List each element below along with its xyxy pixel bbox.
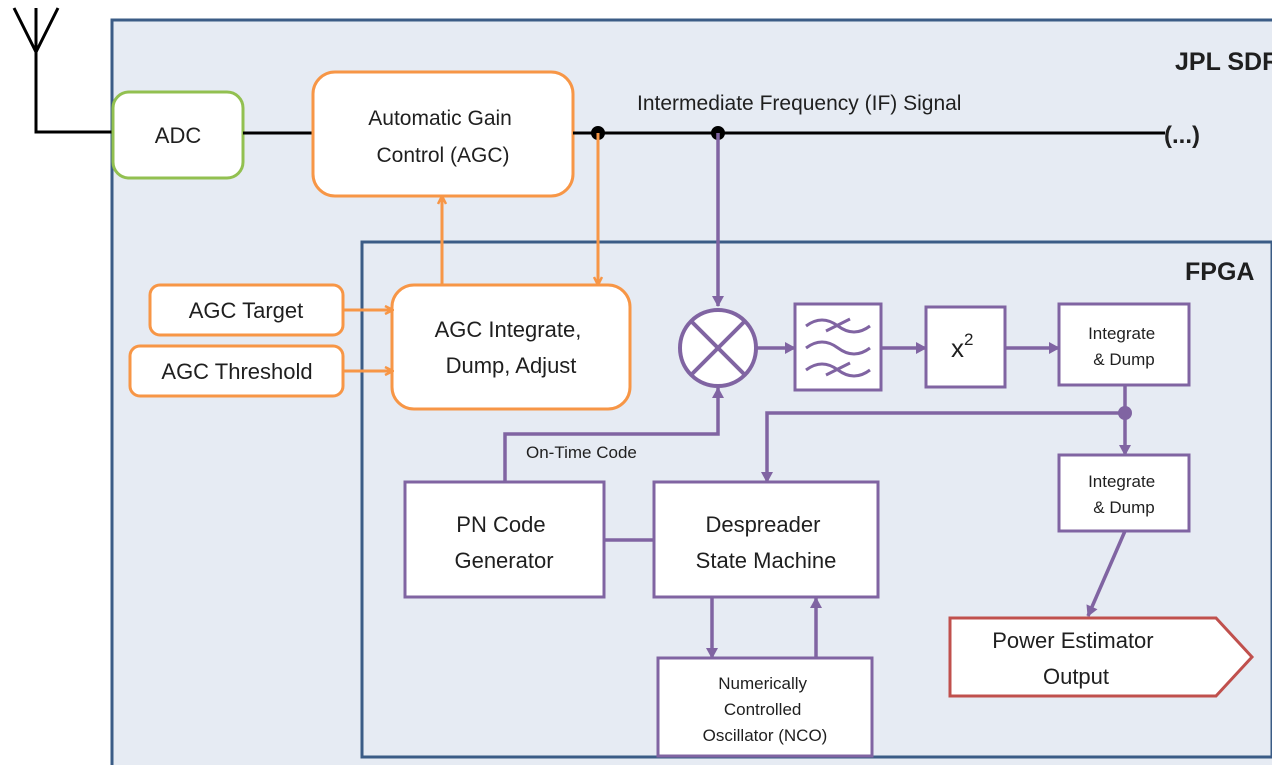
nco-line3: Oscillator (NCO) bbox=[703, 726, 828, 745]
agc-integrate-line1: AGC Integrate, bbox=[435, 317, 582, 342]
agc-target-label: AGC Target bbox=[189, 298, 304, 323]
power-output-line2: Output bbox=[1043, 664, 1109, 689]
integrate-dump-1-block bbox=[1057, 302, 1191, 387]
agc-integrate-line2: Dump, Adjust bbox=[446, 353, 577, 378]
despreader-line2: State Machine bbox=[696, 548, 837, 573]
on-time-code-arrow bbox=[503, 387, 724, 482]
pn-code-block bbox=[403, 480, 606, 599]
if-continuation-label: (...) bbox=[1164, 122, 1200, 149]
pn-code-line2: Generator bbox=[454, 548, 553, 573]
pn-code-label: PN Code Generator bbox=[454, 512, 553, 573]
power-output-line1: Power Estimator bbox=[992, 628, 1153, 653]
nco-label: Numerically Controlled Oscillator (NCO) bbox=[703, 674, 828, 745]
integrate-dump-1-label: Integrate & Dump bbox=[1088, 324, 1160, 369]
square-exponent: 2 bbox=[964, 330, 973, 349]
agc-label-line1: Automatic Gain bbox=[368, 107, 512, 130]
antenna-icon bbox=[12, 7, 118, 134]
despreader-block bbox=[652, 480, 880, 599]
integrate-dump-2-block bbox=[1057, 453, 1191, 533]
on-time-code-label: On-Time Code bbox=[526, 443, 637, 462]
adc-block bbox=[111, 90, 245, 180]
if-signal-label: Intermediate Frequency (IF) Signal bbox=[637, 92, 961, 115]
power-output-block bbox=[948, 616, 1255, 698]
fpga-title: FPGA bbox=[1185, 258, 1254, 286]
square-block bbox=[924, 305, 1007, 389]
square-base: x bbox=[951, 333, 964, 363]
square-label: x2 bbox=[951, 330, 973, 363]
nco-line1: Numerically bbox=[718, 674, 807, 693]
adc-label: ADC bbox=[155, 123, 202, 148]
integrate-dump-2-line1: Integrate bbox=[1088, 472, 1155, 491]
sdr-title: JPL SDR bbox=[1175, 48, 1272, 76]
despreader-line1: Despreader bbox=[705, 512, 820, 537]
agc-threshold-label: AGC Threshold bbox=[161, 359, 312, 384]
integrate-to-despreader-arrow bbox=[761, 411, 1125, 483]
agc-integrate-block bbox=[390, 283, 632, 411]
integrate2-to-output-arrow bbox=[1086, 530, 1127, 617]
mixer-icon bbox=[678, 308, 758, 388]
power-output-label: Power Estimator Output bbox=[992, 628, 1160, 689]
integrate-dump-1-line1: Integrate bbox=[1088, 324, 1155, 343]
fpga-signal-paths bbox=[503, 133, 1131, 659]
integrate-dump-2-label: Integrate & Dump bbox=[1088, 472, 1160, 517]
nco-line2: Controlled bbox=[724, 700, 802, 719]
integrate-dump-2-line2: & Dump bbox=[1093, 498, 1154, 517]
nco-block bbox=[656, 656, 874, 758]
agc-block bbox=[311, 70, 575, 198]
agc-integrate-label: AGC Integrate, Dump, Adjust bbox=[435, 317, 588, 378]
integrate-dump-1-line2: & Dump bbox=[1093, 350, 1154, 369]
pn-code-line1: PN Code bbox=[456, 512, 545, 537]
despreader-label: Despreader State Machine bbox=[696, 512, 837, 573]
agc-arrows bbox=[343, 133, 598, 371]
integrate-junction bbox=[1118, 406, 1132, 420]
filter-icon bbox=[805, 317, 871, 378]
agc-label-line2: Control (AGC) bbox=[376, 144, 509, 167]
agc-label: Automatic Gain Control (AGC) bbox=[368, 107, 517, 167]
